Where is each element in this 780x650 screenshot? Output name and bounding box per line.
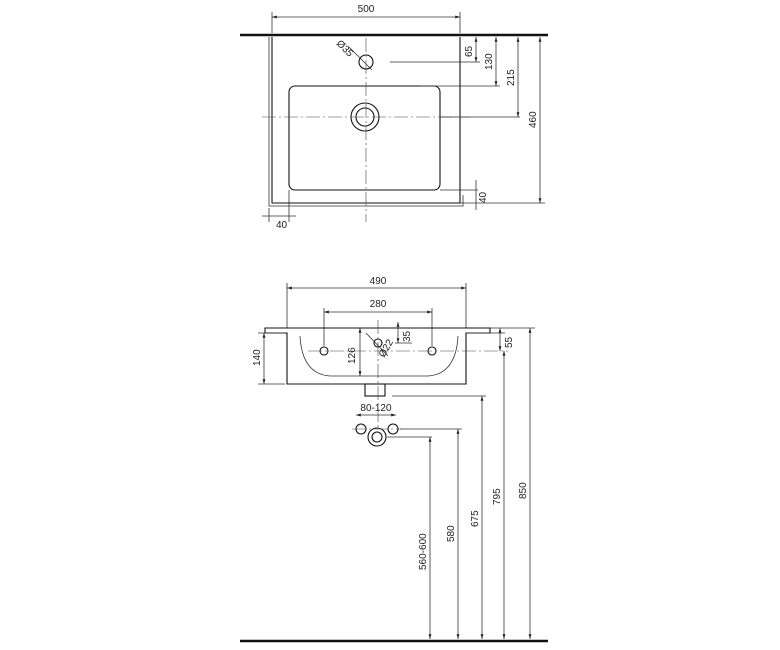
dim-130-label: 130 <box>484 53 495 70</box>
front-view: 490 280 Ø22 126 35 140 <box>240 276 548 643</box>
top-view-bowl <box>288 85 441 191</box>
dim-850-label: 850 <box>518 482 529 499</box>
dim-55-label: 55 <box>504 336 515 348</box>
dim-795-label: 795 <box>492 488 503 505</box>
front-view-bowl <box>299 335 459 377</box>
dim-35-label: 35 <box>402 330 413 342</box>
drain-pipe <box>364 383 386 397</box>
overflow-diameter-label: Ø22 <box>377 337 396 359</box>
dim-126-label: 126 <box>347 347 358 364</box>
dim-140-label: 140 <box>252 349 263 366</box>
hole-diameter-label: Ø35 <box>334 38 355 59</box>
dim-tap-280-label: 280 <box>370 299 387 310</box>
dim-side-40-label: 40 <box>276 220 288 231</box>
dim-580-label: 580 <box>446 525 457 542</box>
trap-inner <box>371 431 383 443</box>
dim-460-label: 460 <box>528 111 539 128</box>
dim-width-500-label: 500 <box>358 4 375 15</box>
dim-trap-range-label: 80-120 <box>360 403 392 414</box>
dim-width-490-label: 490 <box>370 276 387 287</box>
dim-215-label: 215 <box>506 69 517 86</box>
trap-outer <box>367 427 387 447</box>
dim-675-label: 675 <box>470 510 481 527</box>
dim-65-label: 65 <box>464 45 475 57</box>
dim-front-40-label: 40 <box>478 191 489 203</box>
top-view: 500 Ø35 65 130 215 460 40 40 <box>240 4 548 231</box>
dim-560-600-label: 560-600 <box>418 533 429 570</box>
